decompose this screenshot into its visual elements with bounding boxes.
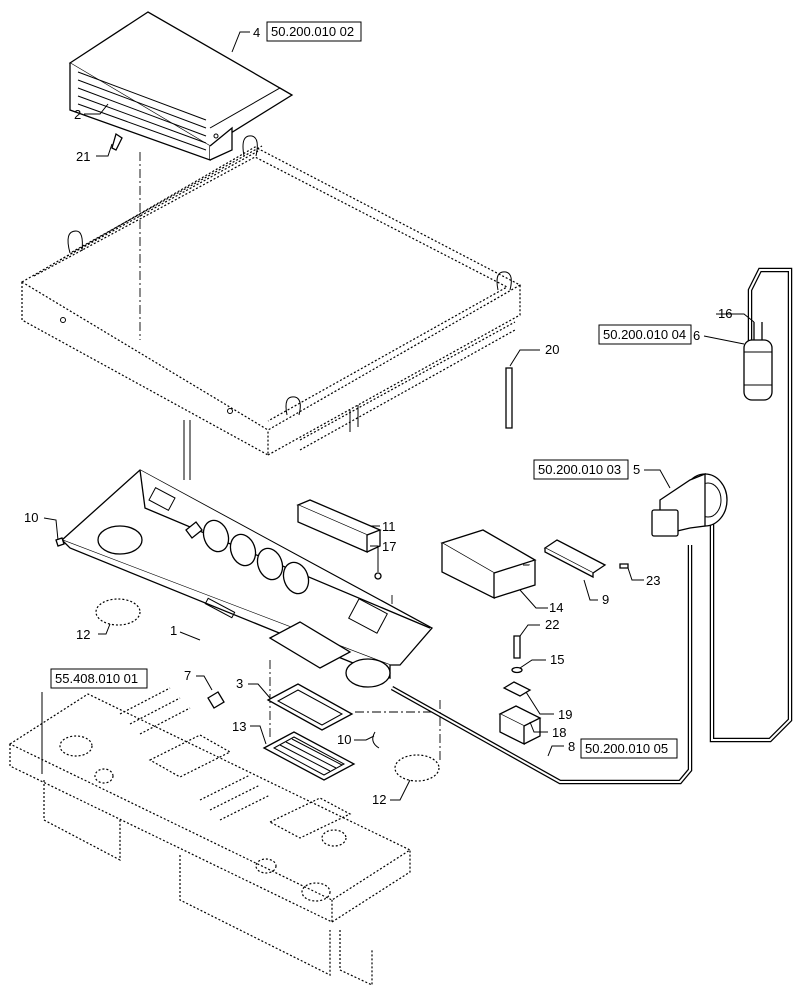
- callout-8: 8: [568, 739, 575, 754]
- roof-harness: [183, 420, 191, 480]
- gasket-12-right: [394, 754, 440, 782]
- gasket-12-left: [95, 598, 141, 626]
- callout-12-right: 12: [372, 792, 386, 807]
- cable-10a: [55, 537, 65, 547]
- callout-6: 6: [693, 328, 700, 343]
- callout-10-top: 10: [24, 510, 38, 525]
- callout-3: 3: [236, 676, 243, 691]
- callout-12-left: 12: [76, 627, 90, 642]
- reference-50-200-010-03: 50.200.010 03: [538, 462, 621, 477]
- leader-lines: [41, 31, 755, 801]
- callout-1: 1: [170, 623, 177, 638]
- callout-4: 4: [253, 25, 260, 40]
- callout-5: 5: [633, 462, 640, 477]
- grille-13: [262, 731, 356, 781]
- screw-17: [374, 572, 382, 580]
- reference-box-frame: [580, 738, 678, 759]
- callout-15: 15: [550, 652, 564, 667]
- dashboard-panel: [60, 469, 434, 688]
- callout-labels: 4 2 21 20 16 6 5 10 11 17 14 9 23 12 1 2…: [24, 25, 732, 807]
- callout-9: 9: [602, 592, 609, 607]
- assembly-lines: [139, 152, 535, 760]
- callout-16: 16: [718, 306, 732, 321]
- reference-boxes: 50.200.010 02 50.200.010 04 50.200.010 0…: [50, 21, 692, 759]
- cable-10b: [372, 731, 380, 749]
- frame-3: [266, 683, 354, 731]
- reference-box-frame: [266, 21, 362, 42]
- reference-50-200-010-04: 50.200.010 04: [603, 327, 686, 342]
- callout-7: 7: [184, 668, 191, 683]
- cover-plate-9: [543, 539, 607, 579]
- callout-18: 18: [552, 725, 566, 740]
- air-vent-unit: [68, 11, 294, 161]
- callout-13: 13: [232, 719, 246, 734]
- callout-19: 19: [558, 707, 572, 722]
- callout-10-bottom: 10: [337, 732, 351, 747]
- receiver-drier-6: [743, 322, 773, 401]
- reference-55-408-010-01: 55.408.010 01: [55, 671, 138, 686]
- callout-23: 23: [646, 573, 660, 588]
- callout-17: 17: [382, 539, 396, 554]
- callout-11: 11: [382, 519, 396, 534]
- hose-8: [390, 267, 793, 785]
- compressor-5: [651, 473, 728, 537]
- clip-7: [207, 691, 225, 709]
- screw-23: [619, 563, 629, 569]
- reference-box-frame: [598, 324, 692, 345]
- callout-14: 14: [549, 600, 563, 615]
- display-housing: [296, 499, 382, 553]
- console-assembly: [8, 687, 412, 986]
- reference-50-200-010-05: 50.200.010 05: [585, 741, 668, 756]
- callout-22: 22: [545, 617, 559, 632]
- reference-box-frame: [50, 668, 148, 689]
- fastener-stack: [498, 635, 542, 746]
- callout-21: 21: [76, 149, 90, 164]
- callout-20: 20: [545, 342, 559, 357]
- cable-tie-20: [505, 367, 513, 429]
- reference-box-frame: [533, 459, 629, 480]
- bracket-14: [440, 529, 537, 600]
- callout-2: 2: [74, 107, 81, 122]
- cab-roof: [20, 135, 522, 457]
- reference-50-200-010-02: 50.200.010 02: [271, 24, 354, 39]
- screw-21: [111, 132, 123, 151]
